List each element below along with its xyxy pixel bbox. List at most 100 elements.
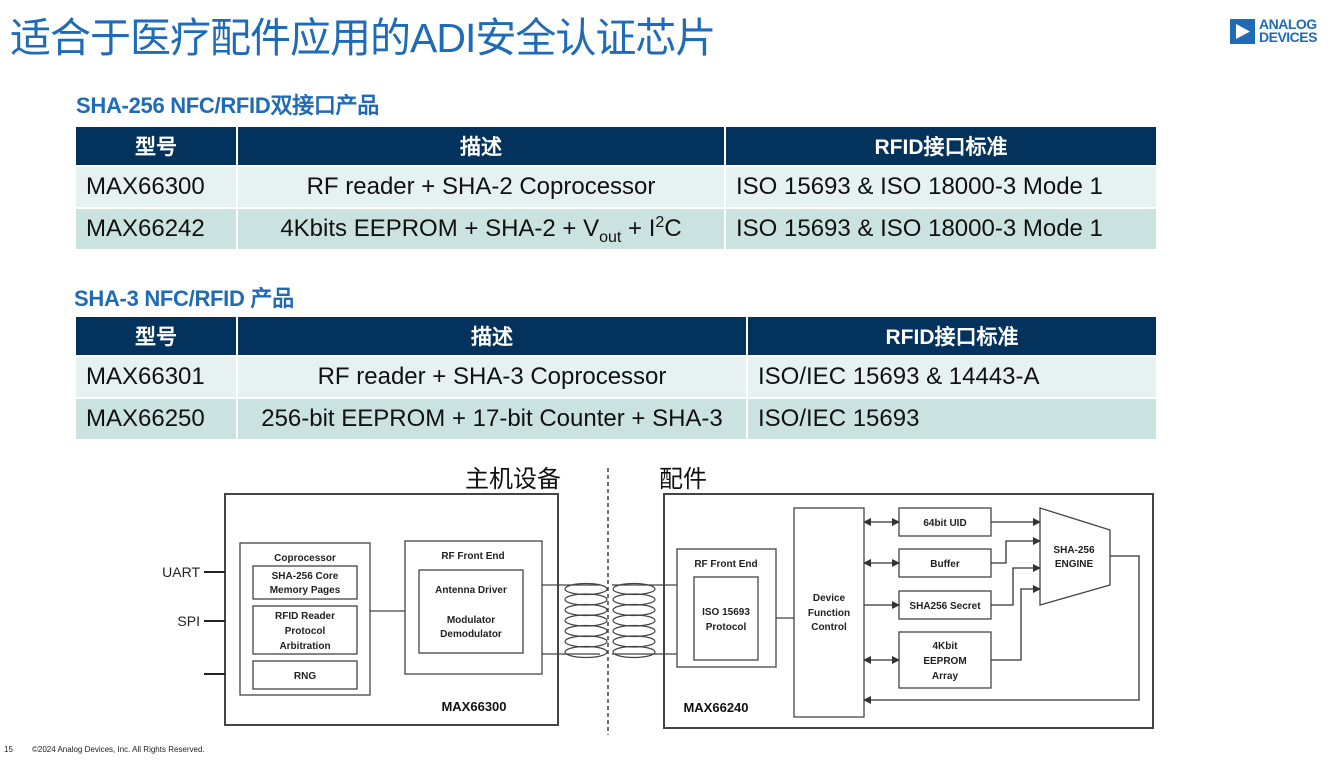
host-coil-loop (564, 614, 608, 627)
feedback-arrow (863, 555, 1140, 704)
accessory-rf-front-end-box (676, 548, 777, 668)
cell-standard: ISO/IEC 15693 & 14443-A (748, 357, 1156, 397)
block-text: Antenna Driver (435, 585, 507, 596)
block-text: RFID Reader (275, 611, 335, 622)
page-number: 15 (4, 745, 13, 754)
block-text: Memory Pages (270, 585, 341, 596)
col-header-model: 型号 (76, 127, 236, 165)
cell-standard: ISO/IEC 15693 (748, 399, 1156, 439)
cell-model: MAX66301 (76, 357, 236, 397)
cell-standard: ISO 15693 & ISO 18000-3 Mode 1 (726, 167, 1156, 207)
block-text: ENGINE (1055, 559, 1094, 570)
block-text: RNG (294, 671, 316, 682)
block-text: Function (808, 608, 850, 619)
host-rf-front-end-box (404, 540, 543, 675)
block-text: SHA256 Secret (909, 601, 981, 612)
cell-model: MAX66250 (76, 399, 236, 439)
accessory-label: 配件 (659, 466, 707, 493)
block-text: Demodulator (440, 629, 502, 640)
desc-superscript: 2 (655, 214, 665, 231)
block-diagram: 主机设备 配件 MAX66300 UART SPI Coprocessor SH… (162, 466, 1154, 735)
desc-text: C (664, 215, 682, 242)
cell-description: RF reader + SHA-3 Coprocessor (238, 357, 746, 397)
block-text: EEPROM (923, 656, 966, 667)
col-header-description: 描述 (238, 127, 724, 165)
host-coil-loop (564, 645, 608, 659)
interface-label-uart: UART (162, 564, 200, 580)
device-function-control-box (793, 507, 865, 718)
page-title: 适合于医疗配件应用的ADI安全认证芯片 (10, 15, 716, 61)
host-coil-loop (564, 635, 608, 648)
antenna-coils (564, 582, 656, 659)
block-text: Modulator (447, 615, 495, 626)
analog-devices-logo: ANALOG DEVICES (1230, 16, 1317, 45)
sha256-core-block (252, 565, 358, 600)
section-title-sha256: SHA-256 NFC/RFID双接口产品 (76, 93, 379, 118)
desc-text: 4Kbits EEPROM + SHA-2 + V (280, 215, 600, 242)
accessory-chip-label: MAX66240 (683, 700, 748, 715)
table-row: MAX66250 256-bit EEPROM + 17-bit Counter… (76, 399, 1156, 439)
block-text: SHA-256 (1053, 545, 1095, 556)
block-text: Protocol (285, 626, 326, 637)
block-text: 64bit UID (923, 518, 966, 529)
host-chip-label: MAX66300 (441, 699, 506, 714)
block-text: Device (813, 593, 846, 604)
block-text: Protocol (706, 622, 747, 633)
host-chip-box (224, 493, 559, 726)
block-text: 4Kbit (933, 641, 959, 652)
accessory-chip-box (663, 493, 1154, 729)
sha3-product-table: 型号 描述 RFID接口标准 MAX66301 RF reader + SHA-… (74, 315, 1158, 441)
block-text: SHA-256 Core (272, 571, 339, 582)
accessory-coil-loop (612, 624, 656, 638)
col-header-model: 型号 (76, 317, 236, 355)
rng-block (252, 660, 358, 690)
logo-line-2: DEVICES (1259, 29, 1317, 45)
section-title-sha3: SHA-3 NFC/RFID 产品 (74, 286, 294, 311)
block-text: ISO 15693 (702, 607, 750, 618)
col-header-description: 描述 (238, 317, 746, 355)
table-row: MAX66301 RF reader + SHA-3 Coprocessor I… (76, 357, 1156, 397)
footer: 15 ©2024 Analog Devices, Inc. All Rights … (4, 745, 205, 754)
cell-description: 4Kbits EEPROM + SHA-2 + Vout + I2C (238, 209, 724, 249)
host-coil-loop (564, 593, 608, 606)
host-rf-front-end-title: RF Front End (441, 551, 504, 562)
sha256-product-table: 型号 描述 RFID接口标准 MAX66300 RF reader + SHA-… (74, 125, 1158, 251)
adi-triangle-logo-icon (1230, 18, 1255, 44)
copyright: ©2024 Analog Devices, Inc. All Rights Re… (32, 745, 205, 754)
desc-subscript: out (599, 228, 622, 246)
cell-standard: ISO 15693 & ISO 18000-3 Mode 1 (726, 209, 1156, 249)
desc-text: + I (621, 215, 656, 242)
arrow (991, 537, 1041, 564)
iso15693-protocol-block (693, 576, 759, 661)
block-text: Arbitration (279, 641, 330, 652)
accessory-coil-loop (612, 645, 656, 659)
table-row: MAX66242 4Kbits EEPROM + SHA-2 + Vout + … (76, 209, 1156, 249)
table-row: MAX66300 RF reader + SHA-2 Coprocessor I… (76, 167, 1156, 207)
cell-description: 256-bit EEPROM + 17-bit Counter + SHA-3 (238, 399, 746, 439)
accessory-coil-loop (612, 635, 656, 648)
coprocessor-box (239, 542, 371, 696)
col-header-standard: RFID接口标准 (748, 317, 1156, 355)
sha256-engine-block (1039, 507, 1111, 606)
interface-label-spi: SPI (177, 613, 200, 629)
antenna-driver-block (418, 569, 524, 654)
coprocessor-title: Coprocessor (274, 553, 336, 564)
arrow (991, 585, 1041, 661)
col-header-standard: RFID接口标准 (726, 127, 1156, 165)
accessory-coil-loop (612, 614, 656, 627)
accessory-coil-loop (612, 593, 656, 606)
block-text: Array (932, 671, 959, 682)
host-coil-loop (564, 624, 608, 638)
block-text: Buffer (930, 559, 960, 570)
logo-line-1: ANALOG (1259, 16, 1317, 32)
cell-model: MAX66242 (76, 209, 236, 249)
cell-description: RF reader + SHA-2 Coprocessor (238, 167, 724, 207)
accessory-coil-loop (612, 603, 656, 617)
arrow (991, 564, 1041, 606)
host-coil-loop (564, 603, 608, 617)
cell-model: MAX66300 (76, 167, 236, 207)
accessory-rf-front-end-title: RF Front End (694, 559, 757, 570)
host-device-label: 主机设备 (465, 466, 561, 493)
block-text: Control (811, 622, 847, 633)
rfid-reader-block (252, 605, 358, 655)
